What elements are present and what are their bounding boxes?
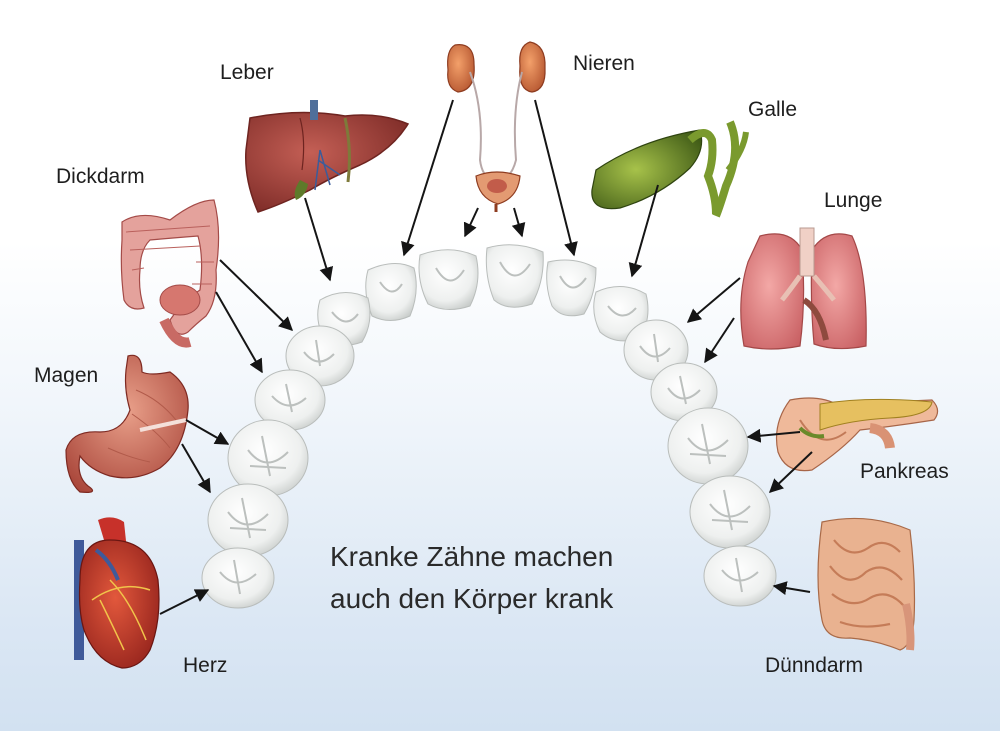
arrow-dickdarm-upper	[219, 259, 294, 331]
tooth	[485, 244, 544, 308]
tooth	[546, 259, 597, 317]
label-leber: Leber	[220, 61, 274, 84]
label-herz: Herz	[183, 654, 228, 677]
arrow-magen-upper	[185, 419, 230, 445]
arrow-bladder-right	[511, 207, 526, 238]
arrow-magen-lower	[181, 443, 211, 494]
arrow-leber	[304, 197, 334, 282]
lungs-icon	[740, 227, 867, 350]
arrow-bladder-left	[463, 207, 479, 238]
arrow-herz	[159, 589, 210, 615]
label-dickdarm: Dickdarm	[56, 165, 145, 188]
pancreas-icon	[775, 397, 939, 472]
arrow-galle	[628, 184, 659, 278]
label-duenndarm: Dünndarm	[765, 654, 864, 677]
colon-icon	[120, 199, 220, 348]
tooth	[703, 545, 777, 607]
arrows	[159, 99, 813, 615]
label-lunge: Lunge	[824, 189, 883, 212]
teeth-arch	[201, 244, 777, 609]
arrow-nieren-left	[401, 99, 454, 257]
tooth	[418, 249, 479, 310]
label-pankreas: Pankreas	[860, 460, 949, 483]
arrow-pankreas-upper	[746, 428, 801, 443]
heart-icon	[74, 517, 160, 669]
tooth	[365, 263, 417, 321]
caption-line-2: auch den Körper krank	[330, 583, 614, 614]
tooth	[667, 407, 749, 485]
label-nieren: Nieren	[573, 52, 635, 75]
arrow-duenndarm	[772, 581, 811, 595]
arrow-lunge-lower	[704, 317, 735, 364]
tooth	[201, 547, 275, 609]
gallbladder-icon	[591, 120, 749, 218]
arrow-lunge-upper	[686, 277, 741, 323]
arrow-dickdarm-lower	[215, 291, 263, 374]
label-magen: Magen	[34, 364, 99, 387]
arrow-nieren-right	[534, 99, 578, 257]
kidneys-bladder-icon	[447, 41, 546, 212]
arrow-pankreas-lower	[768, 451, 813, 493]
diagram-caption: Kranke Zähne machen auch den Körper kran…	[330, 536, 680, 620]
liver-icon	[245, 100, 410, 213]
label-galle: Galle	[748, 98, 798, 121]
tooth	[689, 475, 771, 549]
tooth	[650, 362, 718, 422]
stomach-icon	[65, 354, 189, 493]
small-intestine-icon	[817, 517, 916, 651]
caption-line-1: Kranke Zähne machen	[330, 541, 614, 572]
tooth	[207, 483, 289, 557]
